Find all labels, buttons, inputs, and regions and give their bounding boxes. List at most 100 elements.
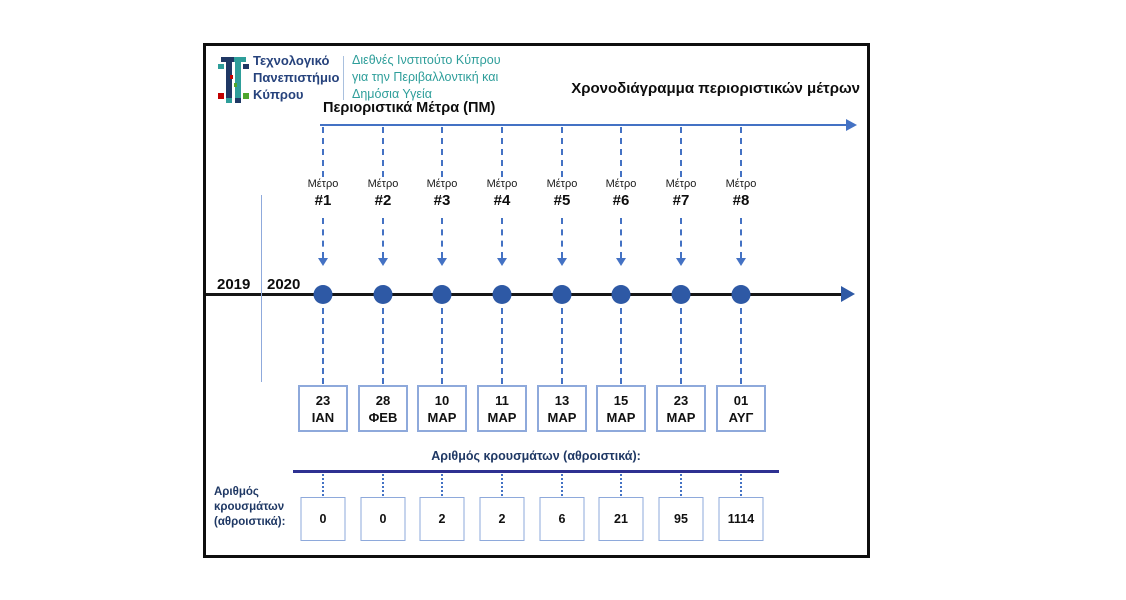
dashed-connector (620, 308, 622, 384)
down-arrowhead-icon (497, 258, 507, 266)
dashed-connector (680, 308, 682, 384)
university-name-line: Πανεπιστήμιο (253, 70, 340, 85)
page-title: Χρονοδιάγραμμα περιοριστικών μέτρων (571, 80, 860, 97)
dashed-connector (620, 474, 622, 496)
dashed-arrow (680, 218, 682, 258)
cases-value: 21 (614, 512, 628, 526)
measure-number: #5 (553, 192, 571, 209)
date-day: 15 (613, 392, 629, 408)
year-2019: 2019 (217, 276, 251, 293)
date-month: ΜΑΡ (666, 409, 696, 425)
measure-label: Μέτρο (546, 178, 578, 190)
institute-name: Διεθνές Ινστιτούτο Κύπρου για την Περιβα… (352, 52, 501, 103)
dashed-connector (322, 474, 324, 496)
measure-column-8: Μέτρο #8 01 ΑΥΓ 1114 (711, 46, 771, 555)
dashed-connector (441, 308, 443, 384)
dashed-connector (441, 474, 443, 496)
dashed-connector (740, 308, 742, 384)
measure-column-2: Μέτρο #2 28 ΦΕΒ 0 (353, 46, 413, 555)
cases-box: 21 (598, 497, 644, 541)
date-box: 28 ΦΕΒ (358, 385, 408, 432)
date-box: 23 ΙΑΝ (298, 385, 348, 432)
down-arrowhead-icon (676, 258, 686, 266)
cases-box: 1114 (718, 497, 764, 541)
dashed-connector (501, 308, 503, 384)
axis-label: Περιοριστικά Μέτρα (ΠΜ) (323, 100, 496, 116)
measure-column-4: Μέτρο #4 11 ΜΑΡ 2 (472, 46, 532, 555)
down-arrowhead-icon (378, 258, 388, 266)
cases-box: 6 (539, 497, 585, 541)
dashed-connector (561, 474, 563, 496)
dashed-arrow (740, 218, 742, 258)
cases-line (293, 470, 779, 473)
date-box: 15 ΜΑΡ (596, 385, 646, 432)
year-divider-line (261, 195, 262, 382)
down-arrowhead-icon (557, 258, 567, 266)
dashed-arrow (441, 218, 443, 258)
down-arrowhead-icon (736, 258, 746, 266)
measure-column-7: Μέτρο #7 23 ΜΑΡ 95 (651, 46, 711, 555)
date-month: ΜΑΡ (606, 409, 636, 425)
university-logo-icon (218, 57, 249, 103)
dashed-connector (382, 127, 384, 177)
measure-number: #4 (493, 192, 511, 209)
cases-box: 2 (479, 497, 525, 541)
dashed-connector (680, 474, 682, 496)
measure-label: Μέτρο (605, 178, 637, 190)
timeline-dot (552, 285, 572, 304)
measure-number: #1 (314, 192, 332, 209)
measure-column-1: Μέτρο #1 23 ΙΑΝ 0 (293, 46, 353, 555)
date-box: 11 ΜΑΡ (477, 385, 527, 432)
date-day: 28 (375, 392, 391, 408)
cases-header: Αριθμός κρουσμάτων (αθροιστικά): (431, 449, 641, 463)
dashed-connector (382, 308, 384, 384)
dashed-arrow (501, 218, 503, 258)
cases-box: 2 (419, 497, 465, 541)
cases-box: 95 (658, 497, 704, 541)
dashed-connector (322, 308, 324, 384)
measure-number: #2 (374, 192, 392, 209)
year-2020: 2020 (267, 276, 301, 293)
dashed-connector (740, 474, 742, 496)
cases-side-label-line: κρουσμάτων (214, 501, 285, 513)
measure-column-6: Μέτρο #6 15 ΜΑΡ 21 (591, 46, 651, 555)
institute-name-line: Δημόσια Υγεία (352, 87, 432, 101)
measure-number: #6 (612, 192, 630, 209)
measure-label: Μέτρο (426, 178, 458, 190)
dashed-connector (740, 127, 742, 177)
dashed-connector (561, 127, 563, 177)
down-arrowhead-icon (437, 258, 447, 266)
university-name-line: Τεχνολογικό (253, 53, 330, 68)
dashed-arrow (620, 218, 622, 258)
cases-value: 2 (498, 512, 506, 526)
timeline-dot (671, 285, 691, 304)
timeline-arrowhead-icon (841, 286, 855, 302)
university-name-line: Κύπρου (253, 87, 304, 102)
date-box: 23 ΜΑΡ (656, 385, 706, 432)
measure-label: Μέτρο (725, 178, 757, 190)
measure-label: Μέτρο (367, 178, 399, 190)
measure-number: #8 (732, 192, 750, 209)
date-month: ΜΑΡ (487, 409, 517, 425)
date-month: ΜΑΡ (547, 409, 577, 425)
dashed-connector (322, 127, 324, 177)
down-arrowhead-icon (616, 258, 626, 266)
dashed-arrow (322, 218, 324, 258)
timeline-dot (731, 285, 751, 304)
measure-label: Μέτρο (486, 178, 518, 190)
cases-box: 0 (360, 497, 406, 541)
cases-value: 95 (674, 512, 688, 526)
measures-axis-line (320, 124, 846, 126)
institute-name-line: για την Περιβαλλοντική και (352, 70, 499, 84)
timeline-line (206, 293, 843, 296)
timeline-dot (313, 285, 333, 304)
logo-divider (343, 56, 344, 100)
cases-side-label-line: Αριθμός (214, 486, 259, 498)
date-day: 23 (315, 392, 331, 408)
dashed-connector (561, 308, 563, 384)
dashed-connector (501, 474, 503, 496)
dashed-arrow (561, 218, 563, 258)
measure-column-3: Μέτρο #3 10 ΜΑΡ 2 (412, 46, 472, 555)
measure-number: #7 (672, 192, 690, 209)
cases-side-label-line: (αθροιστικά): (214, 516, 286, 528)
